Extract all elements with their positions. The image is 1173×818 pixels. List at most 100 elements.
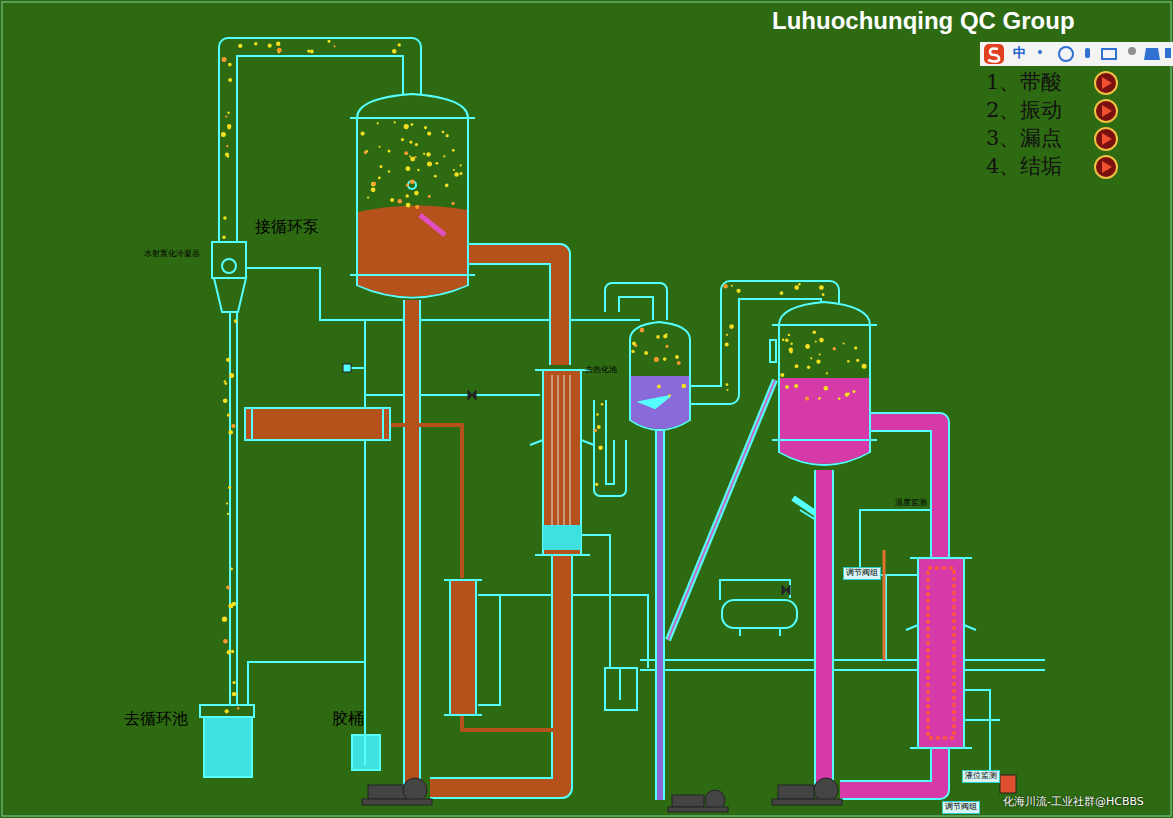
magenta-pipes-part — [655, 430, 665, 800]
bubble — [427, 161, 432, 166]
bubble — [379, 146, 381, 148]
bubble — [398, 43, 401, 46]
jet-condenser-part — [214, 278, 246, 312]
box-text: 调节阀组 — [846, 569, 878, 578]
bubble — [229, 373, 234, 378]
bubble — [234, 692, 237, 695]
bubble — [423, 153, 425, 155]
process-lines-part — [248, 662, 365, 735]
bubble — [434, 175, 437, 178]
process-lines-part — [229, 310, 231, 705]
play-buttons-part — [1102, 77, 1112, 173]
heat-exchanger-2-part — [928, 568, 954, 738]
bubble — [226, 502, 228, 504]
bubble — [225, 115, 227, 117]
bubble — [454, 172, 459, 177]
magenta-pipes-part — [883, 550, 886, 660]
menu-item: 2、振动 — [986, 99, 1062, 122]
bubble — [238, 44, 242, 48]
storage-tank-part — [779, 628, 781, 636]
valves-part — [468, 390, 476, 400]
heat-exchanger-1-part — [535, 369, 590, 371]
diagram-title: Luhuochunqing QC Group — [772, 8, 1075, 34]
bubble — [640, 328, 645, 333]
ime-toolbar-part — [988, 48, 999, 61]
bubble — [631, 350, 634, 353]
menu-item: 1、带酸 — [986, 71, 1062, 94]
ime-toolbar — [980, 42, 1173, 66]
part-label: 去循环池 — [124, 710, 188, 728]
bubble — [656, 335, 660, 339]
bubble — [254, 42, 257, 45]
bubble — [415, 205, 419, 209]
box-text: 液位监测 — [965, 772, 997, 781]
bubble — [785, 385, 789, 389]
bubble — [310, 50, 314, 54]
heat-exchanger-1-part — [543, 525, 581, 550]
instrument-box: 调节阀组 — [843, 567, 881, 580]
bubble — [380, 165, 383, 168]
bubble — [597, 425, 601, 429]
bubble — [729, 324, 734, 329]
bubble — [682, 384, 687, 389]
bubble — [833, 347, 836, 350]
bubble — [328, 40, 331, 43]
bubble — [406, 166, 411, 171]
brown-pipes-part — [430, 555, 562, 788]
evaporator-2 — [770, 302, 877, 465]
process-lines-part — [965, 690, 990, 780]
bubble — [838, 397, 841, 400]
horizontal-condenser — [245, 408, 390, 440]
bubble — [813, 331, 817, 335]
evaporator-1-part — [357, 94, 468, 298]
bubble — [388, 150, 391, 153]
bubble — [794, 285, 799, 290]
bubble — [843, 342, 845, 344]
bubble — [780, 373, 784, 377]
bubble — [417, 169, 419, 171]
brown-pipes-part — [468, 254, 560, 365]
pumps-part — [1000, 775, 1016, 793]
vapor-pipe-part — [600, 400, 620, 490]
brown-pipes-part — [390, 425, 462, 578]
separator-part — [631, 376, 689, 429]
pools-part — [204, 712, 252, 777]
evaporator-2-part — [780, 378, 869, 464]
play-buttons — [1095, 72, 1117, 178]
heat-exchanger-2-part — [910, 747, 972, 749]
part-label: 接循环泵 — [255, 218, 319, 236]
bubble — [663, 357, 667, 361]
heat-exchanger-2-part — [918, 558, 964, 748]
heat-exchanger-1-part — [564, 375, 565, 550]
bubble — [234, 319, 237, 322]
bubble — [819, 353, 821, 355]
bubble — [228, 63, 232, 67]
bubble — [223, 398, 228, 403]
ime-toolbar-part — [1165, 48, 1171, 58]
bubble — [845, 393, 849, 397]
valves-part — [782, 585, 790, 595]
bubble — [675, 355, 679, 359]
pumps-part — [814, 778, 838, 802]
bubble — [410, 157, 415, 162]
bubble — [805, 344, 810, 349]
horizontal-condenser-part — [251, 408, 253, 440]
bubble — [782, 339, 784, 341]
bubble — [668, 394, 671, 397]
storage-tank-part — [739, 628, 741, 636]
vapor-pipe — [228, 47, 830, 490]
heater-part — [450, 580, 476, 715]
bubble — [442, 131, 445, 134]
pools — [200, 668, 637, 777]
bubble — [790, 343, 792, 345]
pumps-part — [368, 785, 408, 799]
bubble — [378, 177, 381, 180]
ime-toolbar-part — [980, 42, 1173, 66]
vapor-bubbles — [221, 40, 867, 714]
brown-pipes-part — [430, 555, 562, 788]
bubble — [226, 358, 230, 362]
heater — [444, 580, 482, 715]
